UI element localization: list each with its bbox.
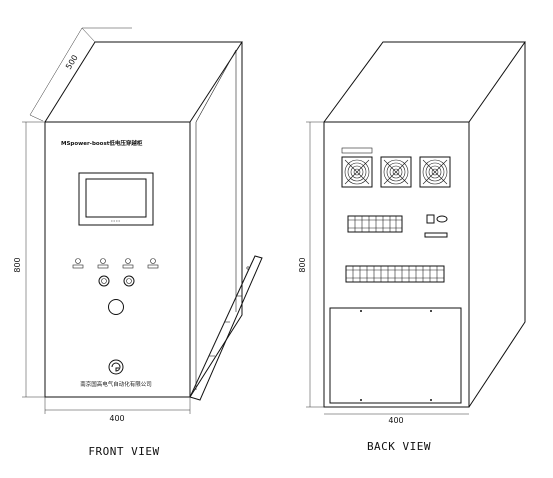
front-view-title: FRONT VIEW: [88, 445, 159, 458]
back-top-face: [323, 41, 526, 123]
terminal-block: [345, 265, 445, 283]
socket: [426, 214, 435, 224]
front-view: 500 800 400 MSpower-boost低电压穿越柜: [13, 27, 263, 458]
front-width-label: 400: [109, 414, 124, 423]
company-logo: [108, 359, 124, 375]
front-panel: [44, 121, 191, 398]
front-base-rail: [189, 255, 263, 401]
back-height-label: 800: [298, 257, 307, 272]
product-label: MSpower-boost低电压穿越柜: [61, 139, 143, 147]
company-name: 南京国高电气自动化有限公司: [80, 380, 152, 388]
front-side-face: [189, 42, 243, 398]
front-top-face: [44, 41, 243, 123]
front-depth-label: 500: [64, 53, 80, 71]
back-side-face: [468, 42, 526, 408]
access-cover: [329, 307, 462, 404]
front-height-label: 800: [13, 257, 22, 272]
emergency-stop-button: [108, 299, 124, 315]
back-panel: [323, 121, 470, 408]
back-width-label: 400: [388, 416, 403, 425]
circuit-breakers: [347, 215, 403, 233]
indicator-lights: [72, 258, 159, 269]
back-view-title: BACK VIEW: [367, 440, 431, 453]
selector-switches: [98, 275, 135, 287]
switch-knob: [436, 215, 448, 223]
cooling-fans: [341, 147, 451, 188]
hmi-screen: [85, 178, 147, 218]
label-plate: [424, 232, 448, 238]
hmi-screen-bezel: [78, 172, 154, 226]
back-view: 800 400: [298, 41, 526, 453]
